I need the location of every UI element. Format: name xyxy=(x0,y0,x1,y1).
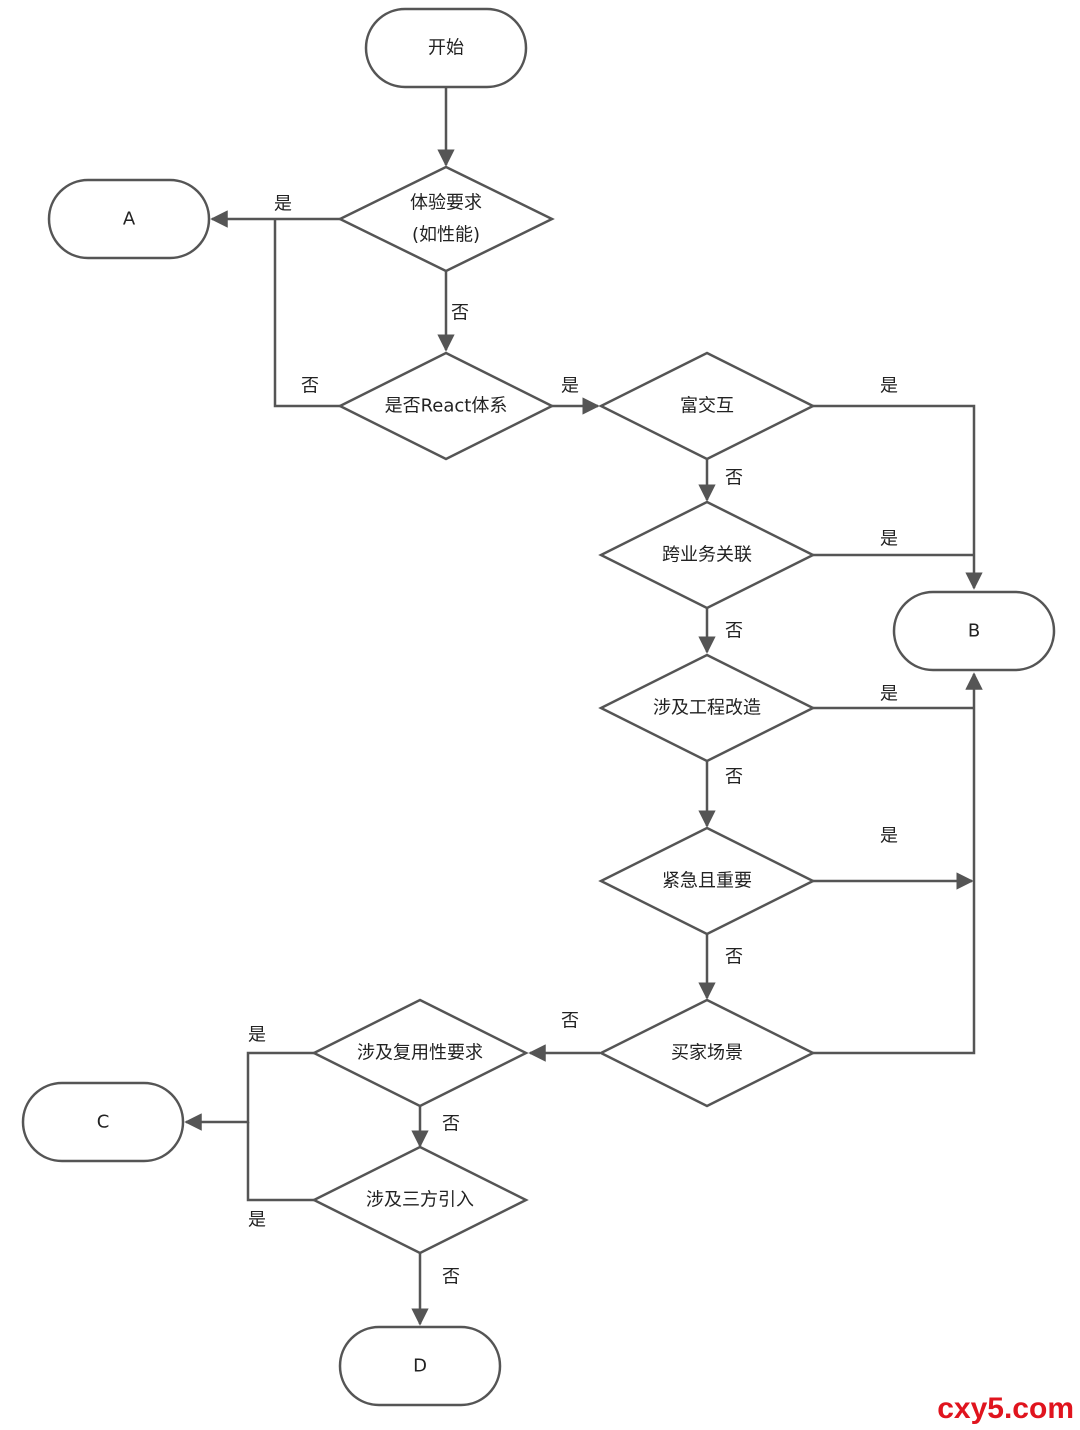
label-third-yes: 是 xyxy=(248,1210,266,1231)
node-experience-label-line2: (如性能) xyxy=(412,225,480,246)
edge-rich-to-b xyxy=(813,404,983,590)
node-rich-decision: 富交互 xyxy=(598,351,816,461)
label-urgent-yes: 是 xyxy=(880,826,898,847)
label-experience-yes: 是 xyxy=(274,194,292,215)
node-reuse-decision: 涉及复用性要求 xyxy=(311,998,529,1108)
node-buyer-label: 买家场景 xyxy=(671,1043,743,1064)
node-cross-label: 跨业务关联 xyxy=(662,545,752,566)
edge-buyer-to-b xyxy=(813,672,983,1055)
label-engineering-yes: 是 xyxy=(880,684,898,705)
node-buyer-decision: 买家场景 xyxy=(598,998,816,1108)
label-cross-yes: 是 xyxy=(880,529,898,550)
edge-third-to-c xyxy=(246,1122,314,1202)
node-engineering-label: 涉及工程改造 xyxy=(653,698,761,719)
node-end-a: A xyxy=(47,178,211,260)
node-end-d: D xyxy=(338,1325,502,1407)
label-cross-no: 否 xyxy=(725,621,743,642)
label-rich-no: 否 xyxy=(725,468,743,489)
label-reuse-yes: 是 xyxy=(248,1025,266,1046)
label-rich-yes: 是 xyxy=(880,376,898,397)
node-engineering-decision: 涉及工程改造 xyxy=(598,653,816,763)
node-experience-decision: 体验要求 (如性能) xyxy=(337,165,555,273)
node-urgent-decision: 紧急且重要 xyxy=(598,826,816,936)
node-third-decision: 涉及三方引入 xyxy=(311,1145,529,1255)
label-react-yes: 是 xyxy=(561,376,579,397)
node-end-b: B xyxy=(892,590,1056,672)
label-buyer-no: 否 xyxy=(561,1011,579,1032)
node-rich-label: 富交互 xyxy=(680,396,734,417)
node-end-c-label: C xyxy=(97,1112,110,1133)
node-urgent-label: 紧急且重要 xyxy=(662,871,752,892)
node-react-label: 是否React体系 xyxy=(385,396,508,417)
site-watermark: cxy5.com xyxy=(937,1392,1074,1425)
label-reuse-no: 否 xyxy=(442,1114,460,1135)
label-urgent-no: 否 xyxy=(725,947,743,968)
label-third-no: 否 xyxy=(442,1267,460,1288)
node-start: 开始 xyxy=(364,7,528,89)
node-start-label: 开始 xyxy=(428,38,464,59)
edge-reuse-to-c xyxy=(184,1051,314,1131)
label-engineering-no: 否 xyxy=(725,767,743,788)
node-experience-label-line1: 体验要求 xyxy=(410,193,482,214)
node-react-decision: 是否React体系 xyxy=(337,351,555,461)
node-end-d-label: D xyxy=(413,1356,427,1377)
node-cross-decision: 跨业务关联 xyxy=(598,500,816,610)
node-end-a-label: A xyxy=(123,209,136,230)
node-end-c: C xyxy=(21,1081,185,1163)
edge-react-to-a xyxy=(273,219,340,408)
node-reuse-label: 涉及复用性要求 xyxy=(357,1043,483,1064)
node-third-label: 涉及三方引入 xyxy=(366,1190,474,1211)
label-react-no: 否 xyxy=(301,376,319,397)
node-end-b-label: B xyxy=(968,621,980,642)
label-experience-no: 否 xyxy=(451,303,469,324)
